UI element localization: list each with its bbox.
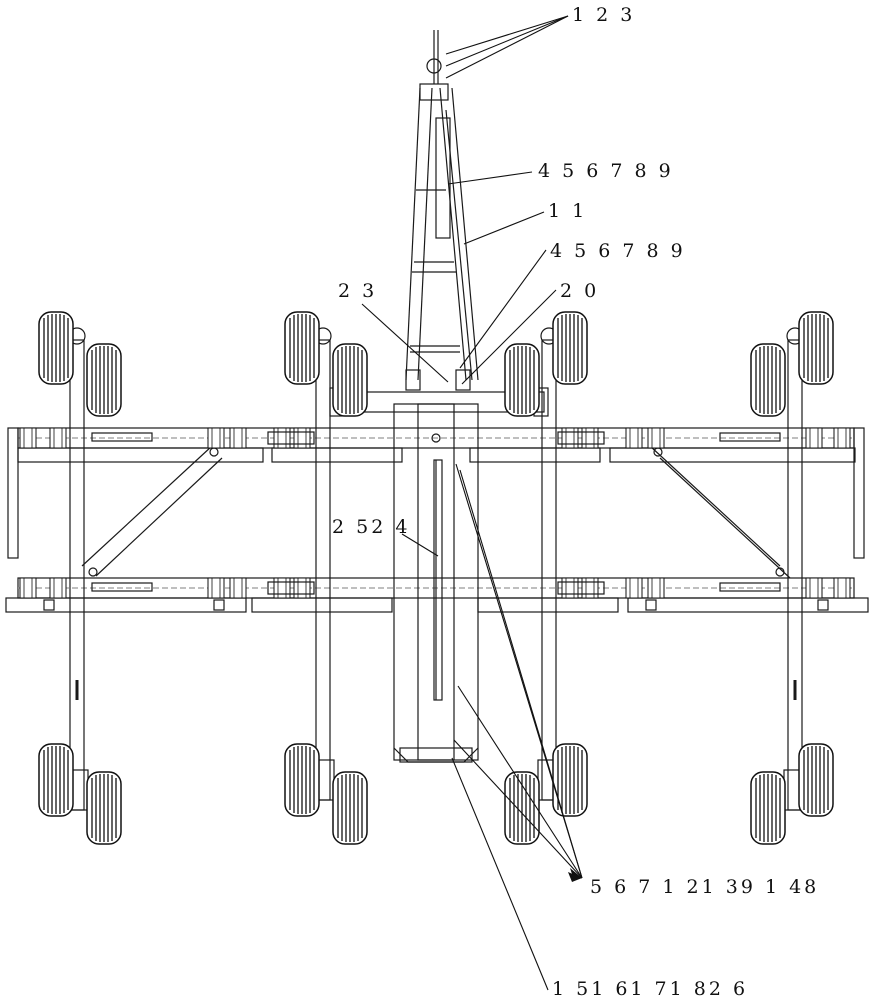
label-456789-a: 4 5 6 7 8 9 — [538, 160, 674, 182]
label-123: 1 2 3 — [572, 4, 636, 26]
hydraulic-cylinders — [91, 431, 781, 595]
label-20: 2 0 — [560, 280, 600, 302]
diagonal-braces — [81, 445, 791, 579]
leader-arrowheads — [568, 868, 582, 882]
frame-structure — [5, 30, 869, 811]
beam-brackets — [19, 427, 851, 611]
drawbar — [405, 30, 479, 391]
label-23: 2 3 — [338, 280, 378, 302]
label-2524: 2 52 4 — [332, 516, 411, 538]
label-456789-b: 4 5 6 7 8 9 — [550, 240, 686, 262]
front-beam — [7, 427, 865, 559]
label-bottom: 1 51 61 71 82 6 — [552, 978, 749, 1000]
label-11: 1 1 — [548, 200, 588, 222]
central-frame — [393, 403, 479, 763]
leader-lines — [361, 15, 583, 991]
label-bottom-right: 5 6 7 1 21 39 1 48 — [590, 876, 820, 898]
